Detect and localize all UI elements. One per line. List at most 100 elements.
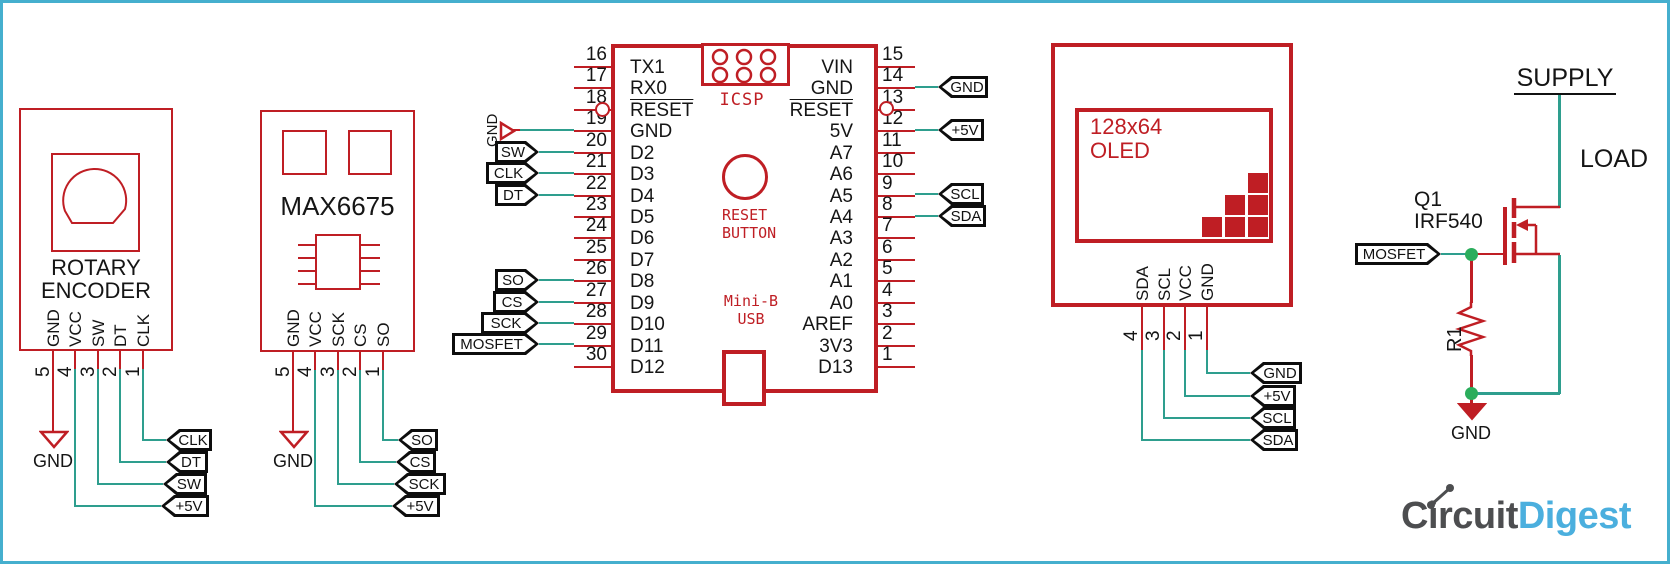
pin-stub bbox=[878, 323, 915, 326]
oled-pixel bbox=[1248, 173, 1268, 193]
pin-number: 10 bbox=[882, 151, 904, 173]
wire bbox=[337, 483, 394, 485]
wire bbox=[119, 369, 121, 463]
arduino-right-pin: 11 A7 bbox=[574, 130, 915, 164]
arduino-right-pin: 15 VIN bbox=[574, 44, 915, 78]
icsp-pins-icon bbox=[711, 48, 777, 84]
pin-number: 17 bbox=[585, 65, 607, 87]
pin-number: 6 bbox=[882, 236, 893, 258]
pin-stub bbox=[878, 173, 915, 176]
wire bbox=[292, 352, 294, 431]
pin-number: 30 bbox=[585, 344, 607, 366]
pin-stub bbox=[878, 258, 915, 261]
pin-stub bbox=[878, 66, 915, 68]
net-flag-cs: CS bbox=[396, 451, 436, 473]
pin-stub bbox=[878, 216, 915, 218]
pin-stub bbox=[574, 258, 611, 261]
pin-label: D7 bbox=[630, 249, 655, 271]
pin-label: D12 bbox=[630, 357, 665, 379]
max6675-pad-right bbox=[348, 130, 392, 175]
max6675-pin-label: CS bbox=[351, 323, 371, 347]
resistor-icon bbox=[1455, 302, 1487, 356]
net-flag-label: SCL bbox=[1250, 407, 1296, 429]
wire bbox=[142, 351, 144, 369]
net-flag-dt: DT bbox=[166, 451, 208, 473]
supply-label: SUPPLY bbox=[1516, 64, 1614, 92]
pin-stub bbox=[878, 108, 915, 111]
wire bbox=[539, 343, 574, 345]
wire bbox=[520, 129, 574, 131]
net-flag-5v: +5V bbox=[938, 119, 984, 141]
oled-pixel bbox=[1248, 217, 1268, 237]
oled-pin-number: 2 bbox=[1164, 330, 1186, 341]
oled-pin-label: VCC bbox=[1176, 265, 1196, 301]
pin-number: 1 bbox=[882, 344, 893, 366]
mosfet-gnd-label: GND bbox=[1451, 423, 1491, 443]
wire bbox=[337, 370, 339, 485]
oled-pixel bbox=[1248, 195, 1268, 215]
pin-label: D3 bbox=[630, 164, 655, 186]
rotary-pin-label: DT bbox=[111, 324, 131, 347]
pin-number: 9 bbox=[882, 172, 893, 194]
rotary-pin-label: SW bbox=[88, 319, 108, 347]
pin-stub bbox=[574, 280, 611, 283]
net-flag-label: DT bbox=[166, 451, 208, 473]
resistor-ref: R1 bbox=[1444, 326, 1466, 352]
net-flag-label: DT bbox=[495, 184, 539, 206]
pin-stub bbox=[878, 280, 915, 283]
arduino-right-pin: 1 D13 bbox=[574, 344, 915, 378]
reset-button-label: RESET BUTTON bbox=[722, 206, 776, 242]
oled-pin: GND 1 bbox=[1186, 241, 1218, 351]
net-flag-mosfet: MOSFET bbox=[452, 333, 539, 355]
pin-stub bbox=[574, 323, 611, 326]
pin-stub bbox=[878, 87, 915, 90]
pin-label: GND bbox=[630, 121, 673, 143]
net-flag-sw: SW bbox=[495, 141, 539, 163]
net-flag-label: GND bbox=[938, 76, 988, 98]
max6675-pin-number: 5 bbox=[273, 366, 294, 377]
pin-label: D9 bbox=[630, 292, 655, 314]
pin-stub bbox=[574, 344, 611, 347]
oled-screen-label-line1: 128x64 bbox=[1090, 114, 1163, 139]
oled-pin-label: GND bbox=[1198, 263, 1218, 301]
wire bbox=[915, 193, 938, 195]
net-flag-label: SCK bbox=[394, 473, 446, 495]
arduino-left-pin: 25 D7 bbox=[574, 237, 915, 271]
wire bbox=[539, 172, 574, 174]
pin-number: 16 bbox=[585, 44, 607, 65]
arduino-left-pin: 30 D12 bbox=[574, 344, 915, 378]
pin-label: RESET bbox=[630, 99, 694, 121]
wire bbox=[74, 351, 76, 369]
wire bbox=[539, 322, 574, 324]
arduino-right-pin: 10 A6 bbox=[574, 151, 915, 185]
pin-label: D8 bbox=[630, 271, 655, 293]
wire bbox=[1206, 350, 1208, 374]
pin-label: A5 bbox=[829, 185, 853, 207]
rotary-pin-number: 4 bbox=[55, 366, 77, 377]
wire bbox=[314, 370, 316, 507]
wire bbox=[1141, 439, 1250, 441]
wire bbox=[337, 352, 339, 370]
pin-stub bbox=[574, 173, 611, 176]
pin-label: D11 bbox=[630, 335, 664, 357]
wire bbox=[1141, 350, 1143, 441]
wire bbox=[142, 369, 144, 441]
net-flag-5v: +5V bbox=[392, 495, 440, 517]
max6675-pin-number: 3 bbox=[317, 366, 339, 377]
net-flag-sda: SDA bbox=[1250, 429, 1298, 451]
load-label: LOAD bbox=[1580, 145, 1649, 173]
pin-stub bbox=[878, 237, 915, 240]
pin-number: 27 bbox=[585, 279, 607, 301]
pin-number: 11 bbox=[882, 129, 902, 151]
arduino-left-pin: 20 D2 bbox=[574, 130, 915, 164]
reset-pin-circle-right bbox=[879, 101, 894, 116]
pin-label: TX1 bbox=[630, 57, 665, 78]
arduino-right-pin: 8 A4 bbox=[574, 194, 915, 228]
pin-stub bbox=[574, 108, 611, 111]
pin-stub bbox=[574, 194, 611, 197]
wire bbox=[1184, 350, 1186, 397]
oled-pin-label: SDA bbox=[1133, 266, 1152, 301]
pin-label: A0 bbox=[829, 292, 853, 314]
pin-stub bbox=[574, 301, 611, 304]
reset-pin-circle-left bbox=[595, 102, 610, 117]
